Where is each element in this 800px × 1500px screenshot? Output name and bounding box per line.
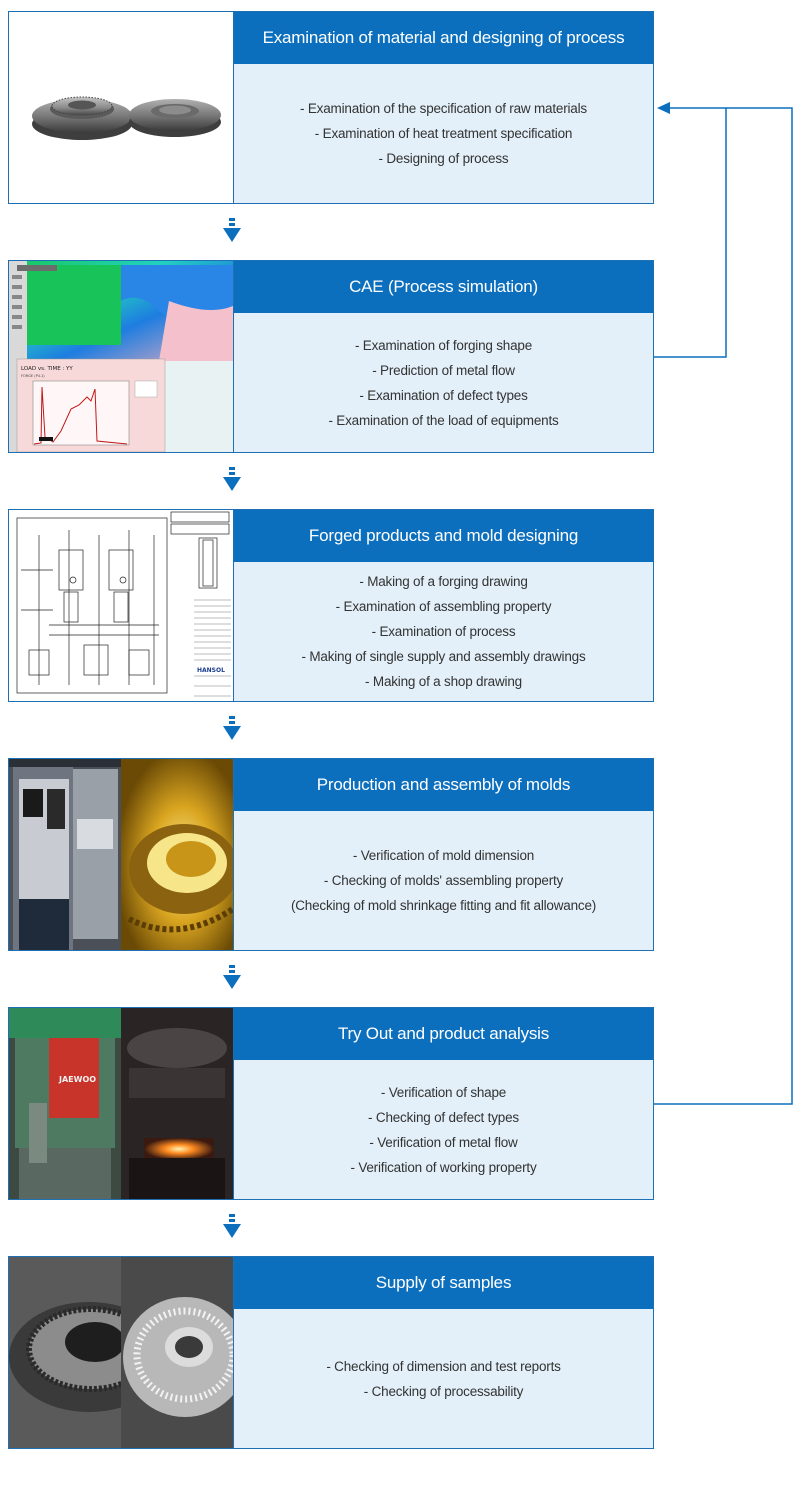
step-1: Examination of material and designing of… <box>8 11 654 204</box>
step-4: Production and assembly of molds - Verif… <box>8 758 654 951</box>
step-5-panel: Try Out and product analysis - Verificat… <box>233 1008 653 1199</box>
step-5-line: - Verification of metal flow <box>369 1130 517 1155</box>
step-2-line: - Examination of the load of equipments <box>328 408 558 433</box>
step-1-title: Examination of material and designing of… <box>234 12 653 64</box>
step-3-panel: Forged products and mold designing - Mak… <box>233 510 653 701</box>
step-1-image <box>9 12 233 203</box>
step-5-line: - Checking of defect types <box>368 1105 519 1130</box>
step-6-line: - Checking of processability <box>364 1379 523 1404</box>
step-4-title: Production and assembly of molds <box>234 759 653 811</box>
step-2-line: - Prediction of metal flow <box>372 358 515 383</box>
step-6-line: - Checking of dimension and test reports <box>326 1354 560 1379</box>
step-4-image <box>9 759 233 950</box>
step-1-panel: Examination of material and designing of… <box>233 12 653 203</box>
step-6: Supply of samples - Checking of dimensio… <box>8 1256 654 1449</box>
step-5-image: JAEWOO <box>9 1008 233 1199</box>
step-4-lines: - Verification of mold dimension - Check… <box>234 811 653 950</box>
step-6-title: Supply of samples <box>234 1257 653 1309</box>
feedback-arrowhead-icon <box>657 102 670 114</box>
step-2-line: - Examination of defect types <box>359 383 527 408</box>
step-6-image <box>9 1257 233 1448</box>
step-3-image: HANSOL <box>9 510 233 701</box>
chart-sublabel: FORGE (P4.1) <box>21 374 45 378</box>
down-arrow-icon <box>221 1214 243 1240</box>
step-4-panel: Production and assembly of molds - Verif… <box>233 759 653 950</box>
feedback-line-cae <box>654 108 726 357</box>
step-3-line: - Making of a shop drawing <box>365 669 522 694</box>
step-1-lines: - Examination of the specification of ra… <box>234 64 653 203</box>
step-5-lines: - Verification of shape - Checking of de… <box>234 1060 653 1199</box>
disk-part-icon <box>129 99 221 137</box>
drawing-logo: HANSOL <box>197 667 225 674</box>
feedback-line-tryout <box>654 108 792 1104</box>
down-arrow-icon <box>221 218 243 244</box>
step-3-line: - Making of single supply and assembly d… <box>302 644 586 669</box>
down-arrow-icon <box>221 467 243 493</box>
step-2-line: - Examination of forging shape <box>355 333 532 358</box>
step-5-title: Try Out and product analysis <box>234 1008 653 1060</box>
step-1-line: - Examination of the specification of ra… <box>300 96 587 121</box>
step-3-line: - Making of a forging drawing <box>359 569 527 594</box>
step-1-line: - Examination of heat treatment specific… <box>315 121 572 146</box>
step-3-title: Forged products and mold designing <box>234 510 653 562</box>
step-6-panel: Supply of samples - Checking of dimensio… <box>233 1257 653 1448</box>
step-4-line: (Checking of mold shrinkage fitting and … <box>291 893 596 918</box>
down-arrow-icon <box>221 716 243 742</box>
step-1-line: - Designing of process <box>379 146 509 171</box>
step-5: JAEWOO Try Out and product analysis - Ve… <box>8 1007 654 1200</box>
step-4-line: - Checking of molds' assembling property <box>324 868 563 893</box>
down-arrow-icon <box>221 965 243 991</box>
step-2-title: CAE (Process simulation) <box>234 261 653 313</box>
press-label: JAEWOO <box>58 1075 96 1084</box>
step-4-line: - Verification of mold dimension <box>353 843 534 868</box>
step-6-lines: - Checking of dimension and test reports… <box>234 1309 653 1448</box>
step-2: LOAD vs. TIME : YY FORGE (P4.1) CAE (Pro… <box>8 260 654 453</box>
step-2-lines: - Examination of forging shape - Predict… <box>234 313 653 452</box>
step-3-line: - Examination of assembling property <box>336 594 552 619</box>
step-2-panel: CAE (Process simulation) - Examination o… <box>233 261 653 452</box>
chart-label: LOAD vs. TIME : YY <box>21 366 73 372</box>
step-3-line: - Examination of process <box>372 619 516 644</box>
step-3: HANSOL Forged products and mold designin… <box>8 509 654 702</box>
step-2-image: LOAD vs. TIME : YY FORGE (P4.1) <box>9 261 233 452</box>
step-5-line: - Verification of shape <box>381 1080 506 1105</box>
step-3-lines: - Making of a forging drawing - Examinat… <box>234 562 653 701</box>
step-5-line: - Verification of working property <box>350 1155 536 1180</box>
